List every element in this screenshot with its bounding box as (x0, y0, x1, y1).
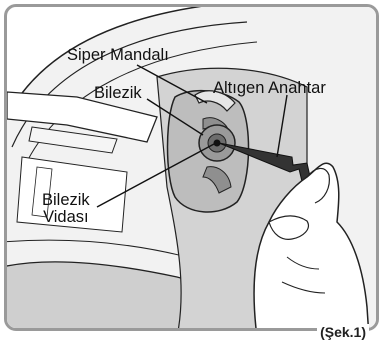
label-collar: Bilezik (94, 85, 142, 102)
label-collar-screw-line2: Vidası (42, 209, 90, 226)
label-collar-screw: Bilezik Vidası (42, 192, 90, 227)
helmet-illustration (7, 7, 379, 331)
label-hex-key: Altıgen Anahtar (213, 80, 326, 97)
label-collar-screw-line1: Bilezik (42, 192, 90, 209)
figure-frame: Siper Mandalı Bilezik Altıgen Anahtar Bi… (4, 4, 379, 331)
figure-caption: (Şek.1) (317, 324, 369, 340)
label-visor-latch: Siper Mandalı (67, 47, 169, 64)
